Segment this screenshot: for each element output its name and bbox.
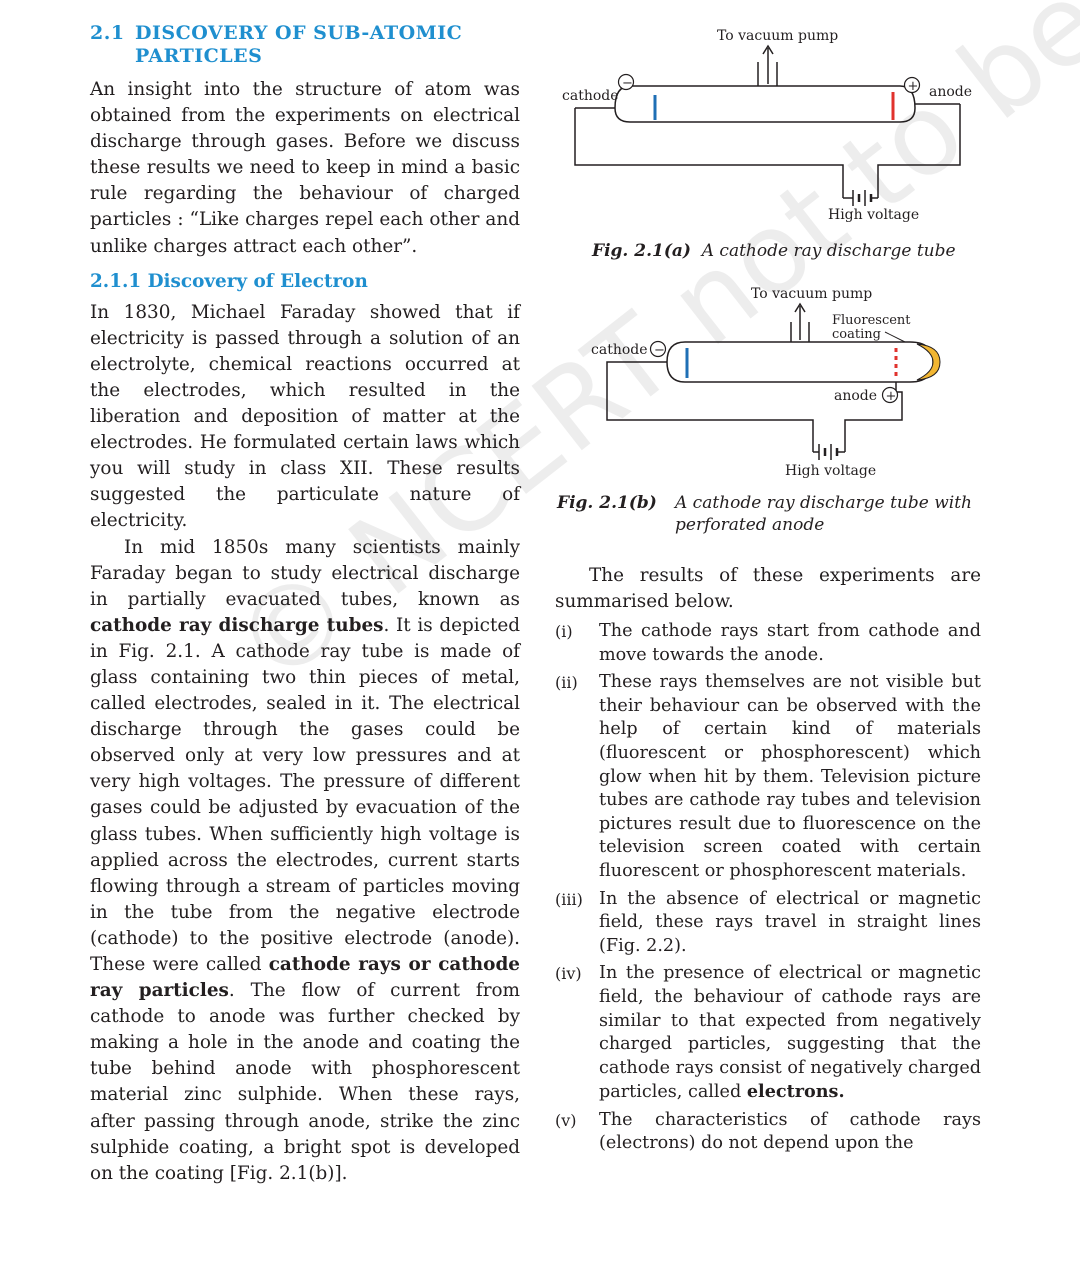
- vacuum-pump-label: To vacuum pump: [751, 286, 872, 302]
- vacuum-arrow-head: [762, 44, 774, 55]
- minus-icon: [617, 73, 635, 91]
- minus-icon: [649, 340, 667, 358]
- anode-label: anode: [834, 388, 877, 404]
- plus-icon: [881, 386, 899, 404]
- plus-icon: [903, 76, 921, 94]
- high-voltage-label: High voltage: [828, 207, 919, 223]
- minus-sign: −: [654, 343, 665, 358]
- list-item: (ii) These rays themselves are not visib…: [555, 671, 981, 883]
- figure-2-1b-caption: Fig. 2.1(b) A cathode ray discharge tube …: [557, 492, 987, 536]
- battery-icon: [842, 190, 879, 206]
- list-item-text: The cathode rays start from cathode and …: [599, 621, 981, 665]
- list-item-text: These rays themselves are not visible bu…: [599, 672, 981, 881]
- list-marker: (iii): [555, 889, 583, 909]
- coating-label-line2: coating: [832, 327, 881, 342]
- caption-line2: perforated anode: [675, 515, 825, 535]
- cathode-ray-paragraph: In mid 1850s many scientists mainly Fara…: [90, 535, 520, 1187]
- left-column: 2.1 DISCOVERY OF SUB-ATOMIC PARTICLES An …: [90, 22, 520, 1187]
- section-title-line1: DISCOVERY OF SUB-ATOMIC: [135, 22, 463, 44]
- bold-term: electrons.: [746, 1081, 845, 1103]
- circuit-wire-right: [877, 104, 961, 190]
- vacuum-arrow-head: [794, 302, 806, 313]
- section-heading: 2.1 DISCOVERY OF SUB-ATOMIC PARTICLES: [90, 22, 520, 68]
- list-marker: (iv): [555, 964, 582, 984]
- circuit-wire-left: [606, 361, 814, 445]
- bold-term: cathode rays or cathode ray particles: [90, 954, 521, 1002]
- section-title-line2: PARTICLES: [135, 45, 263, 67]
- subsection-heading: 2.1.1 Discovery of Electron: [90, 270, 368, 292]
- plus-sign: +: [908, 79, 919, 94]
- caption-id: Fig. 2.1(b): [557, 493, 657, 513]
- circuit-wire-left: [574, 108, 844, 190]
- cathode-label: cathode: [591, 342, 648, 358]
- caption-id: Fig. 2.1(a): [592, 241, 691, 261]
- figure-2-1a-caption: Fig. 2.1(a) A cathode ray discharge tube: [592, 240, 956, 262]
- high-voltage-label: High voltage: [785, 463, 876, 479]
- glass-tube: [666, 341, 934, 383]
- figure-2-1b: To vacuum pump Fluorescent coating: [555, 280, 985, 485]
- list-marker: (v): [555, 1110, 577, 1130]
- glass-tube: [614, 85, 916, 123]
- coating-pointer: [884, 331, 906, 343]
- caption-text: A cathode ray discharge tube: [701, 241, 956, 261]
- text-run: . The flow of current from cathode to an…: [90, 980, 520, 1184]
- text-run: . It is depicted in Fig. 2.1. A cathode …: [90, 614, 520, 975]
- list-marker: (i): [555, 622, 573, 641]
- cathode-label: cathode: [562, 88, 619, 104]
- list-item: (v) The characteristics of cathode rays …: [555, 1109, 981, 1156]
- list-item: (iv) In the presence of electrical or ma…: [555, 962, 981, 1105]
- minus-sign: −: [622, 76, 633, 91]
- list-item-text: The characteristics of cathode rays (ele…: [599, 1109, 981, 1154]
- section-number: 2.1: [90, 22, 125, 44]
- bold-term: cathode ray discharge tubes: [90, 614, 384, 636]
- faraday-paragraph: In 1830, Michael Faraday showed that if …: [90, 301, 520, 532]
- perforated-anode-tube-diagram: To vacuum pump Fluorescent coating: [591, 286, 941, 479]
- list-item-text: In the absence of electrical or magnetic…: [599, 888, 981, 956]
- figure-2-1a: To vacuum pump: [555, 22, 985, 232]
- section-intro-paragraph: An insight into the structure of atom wa…: [90, 79, 520, 257]
- list-item-text: In the presence of electrical or magneti…: [599, 962, 981, 1105]
- text-run: In mid 1850s many scientists mainly Fara…: [90, 536, 520, 610]
- battery-icon: [812, 444, 846, 460]
- right-column: The results of these experiments are sum…: [555, 563, 981, 1160]
- cathode-ray-tube-diagram: To vacuum pump: [562, 28, 972, 223]
- summary-intro: The results of these experiments are sum…: [555, 565, 981, 612]
- list-item: (i) The cathode rays start from cathode …: [555, 620, 981, 667]
- fluorescent-coating: [916, 343, 941, 381]
- coating-label-line1: Fluorescent: [832, 313, 911, 328]
- list-item: (iii) In the absence of electrical or ma…: [555, 888, 981, 959]
- plus-sign: +: [886, 389, 897, 404]
- anode-label: anode: [929, 84, 972, 100]
- caption-line1: A cathode ray discharge tube with: [675, 493, 972, 513]
- list-marker: (ii): [555, 673, 578, 693]
- vacuum-pump-label: To vacuum pump: [717, 28, 838, 44]
- text-run: In the presence of electrical or magneti…: [599, 963, 981, 1103]
